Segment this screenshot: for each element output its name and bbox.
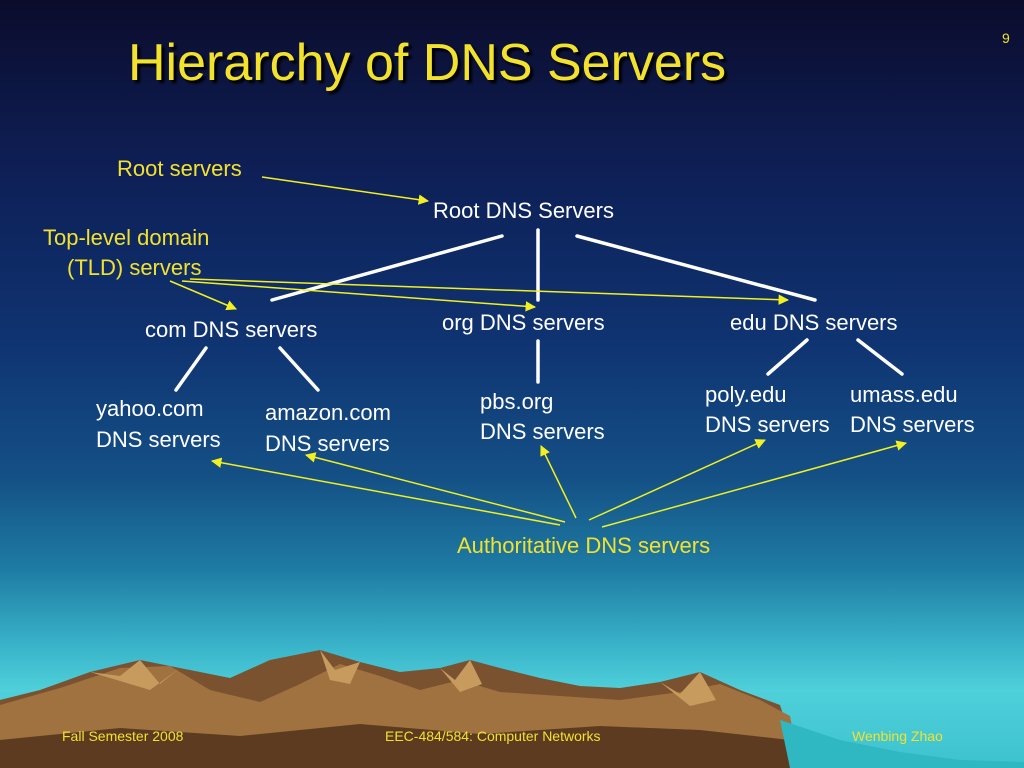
node-edu-dns-servers: edu DNS servers — [730, 310, 898, 335]
node-umass-line1: umass.edu — [850, 382, 958, 407]
node-root-dns-servers: Root DNS Servers — [433, 198, 614, 223]
page-number: 9 — [1002, 30, 1010, 46]
edge-com-amazon — [278, 346, 320, 392]
edge-edu-umass — [856, 338, 904, 376]
arrow-auth-to-amazon — [304, 452, 566, 523]
node-yahoo-line2: DNS servers — [96, 427, 221, 452]
footer-right: Wenbing Zhao — [852, 728, 943, 744]
edge-root-edu — [575, 234, 817, 302]
edge-root-com — [270, 234, 504, 302]
footer-left: Fall Semester 2008 — [62, 728, 184, 744]
node-amazon-line2: DNS servers — [265, 431, 390, 456]
mountain-range — [0, 650, 1024, 768]
arrow-auth-to-umass — [601, 440, 908, 528]
slide-title: Hierarchy of DNS Servers — [128, 34, 727, 92]
annotation-arrows — [169, 176, 908, 528]
authoritative-label: Authoritative DNS servers — [457, 533, 711, 558]
edge-edu-poly — [766, 338, 809, 376]
arrow-tld-to-com — [169, 280, 237, 311]
arrow-tld-to-edu — [189, 278, 790, 305]
node-pbs-line2: DNS servers — [480, 419, 605, 444]
node-poly-line1: poly.edu — [705, 382, 787, 407]
footer-center: EEC-484/584: Computer Networks — [385, 728, 601, 744]
root-servers-label: Root servers — [117, 156, 242, 181]
node-pbs-line1: pbs.org — [480, 389, 554, 414]
arrow-auth-to-yahoo — [210, 457, 561, 526]
tld-label-line2: (TLD) servers — [67, 255, 202, 280]
node-amazon-line1: amazon.com — [265, 400, 391, 425]
node-poly-line2: DNS servers — [705, 412, 830, 437]
tree-edges — [174, 228, 904, 392]
node-yahoo-line1: yahoo.com — [96, 396, 204, 421]
node-umass-line2: DNS servers — [850, 412, 975, 437]
node-com-dns-servers: com DNS servers — [145, 317, 318, 342]
arrow-root-label-to-root — [261, 176, 430, 205]
arrow-auth-to-poly — [588, 439, 766, 521]
node-org-dns-servers: org DNS servers — [442, 310, 605, 335]
arrow-auth-to-pbs — [540, 445, 577, 519]
edge-com-yahoo — [174, 346, 208, 392]
arrow-tld-to-org — [181, 280, 537, 312]
tld-label-line1: Top-level domain — [43, 225, 210, 250]
